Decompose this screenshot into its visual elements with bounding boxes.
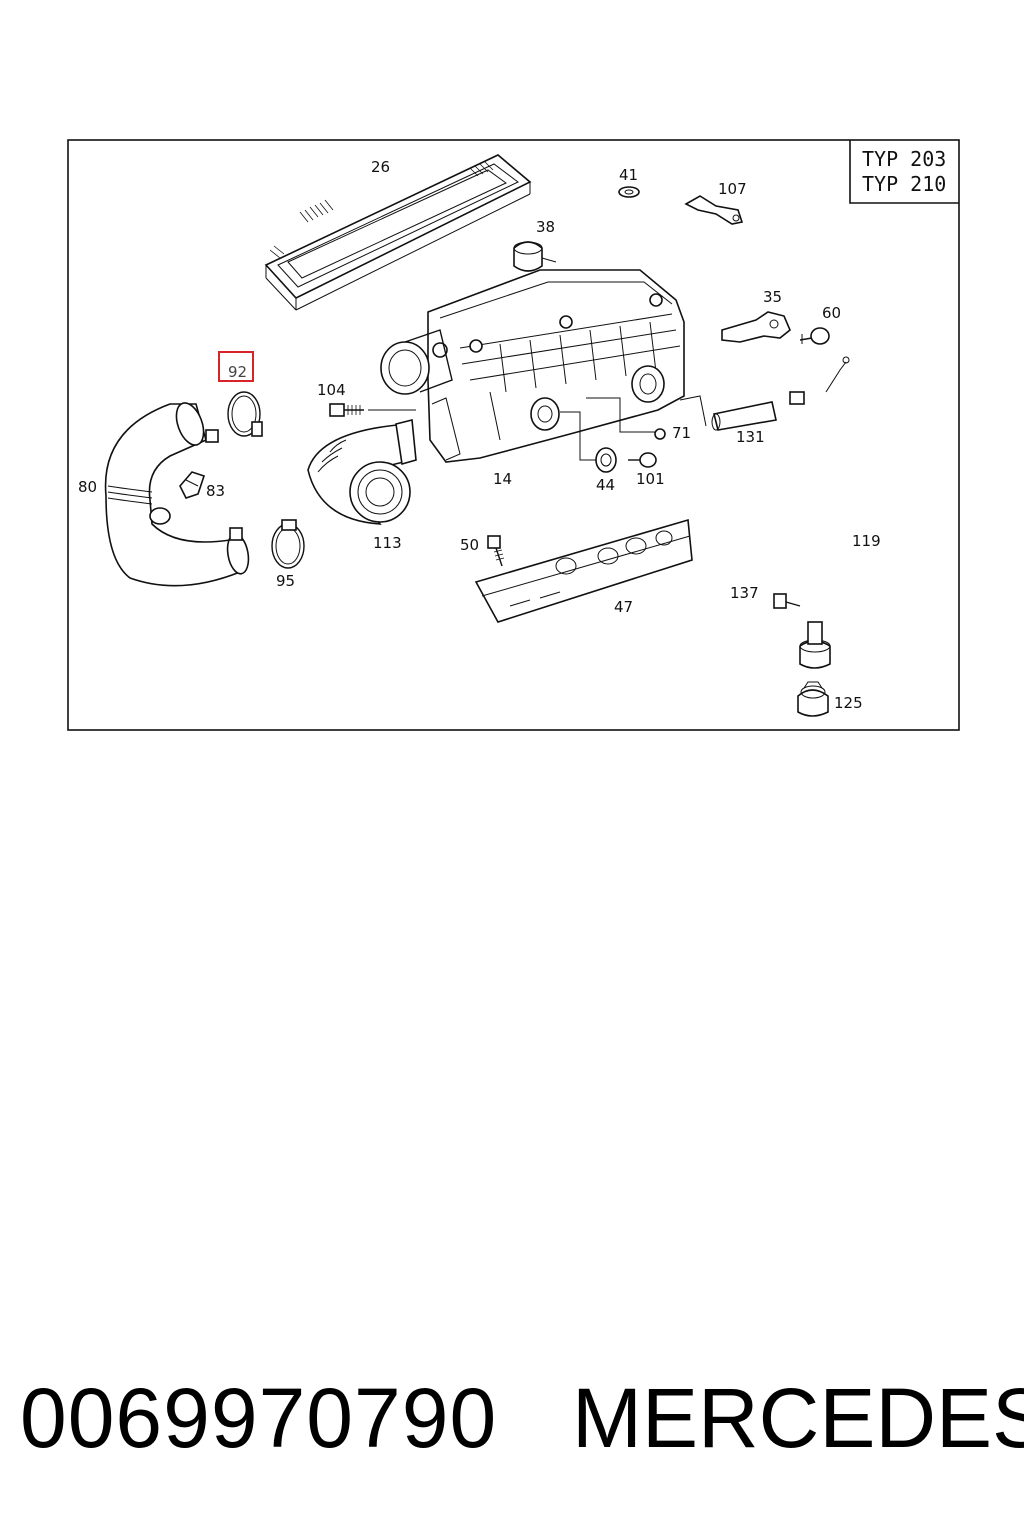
callout-14: 14 [493, 470, 512, 488]
part-44-grommet[interactable] [595, 447, 617, 473]
diagram-frame [67, 139, 960, 731]
part-14-intake-neck[interactable] [380, 329, 453, 395]
callout-26: 26 [371, 158, 390, 176]
type-label-2: TYP 210 [862, 172, 946, 196]
part-71-nut[interactable] [654, 428, 666, 440]
callout-35: 35 [763, 288, 782, 306]
callout-125: 125 [834, 694, 863, 712]
callout-47: 47 [614, 598, 633, 616]
part-47-heat-shield[interactable] [474, 518, 693, 623]
part-137-bolt[interactable] [773, 593, 801, 609]
part-80-intake-pipe[interactable] [104, 399, 252, 587]
callout-104: 104 [317, 381, 346, 399]
callout-107: 107 [718, 180, 747, 198]
part-101-bolt[interactable] [628, 452, 657, 468]
callout-119: 119 [852, 532, 881, 550]
part-41-washer[interactable] [618, 186, 640, 198]
part-26-air-filter[interactable] [264, 154, 532, 311]
brand-name: MERCEDES [572, 1371, 1024, 1465]
callout-44: 44 [596, 476, 615, 494]
part-60-bolt[interactable] [799, 327, 830, 345]
parts-diagram: TYP 203 TYP 210 26 41 107 [67, 139, 960, 731]
part-38-sensor[interactable] [513, 241, 557, 272]
part-92-hose-clamp[interactable] [227, 391, 263, 437]
callout-80: 80 [78, 478, 97, 496]
callout-50: 50 [460, 536, 479, 554]
leader-lines [560, 395, 707, 461]
callout-71: 71 [672, 424, 691, 442]
callout-41: 41 [619, 166, 638, 184]
part-83-connector[interactable] [179, 471, 206, 499]
part-104-screw[interactable] [329, 403, 416, 417]
callout-137: 137 [730, 584, 759, 602]
part-119-tube[interactable] [789, 356, 874, 641]
callout-92-highlight: 92 [218, 351, 254, 382]
part-14-air-filter-housing[interactable] [427, 269, 685, 463]
callout-60: 60 [822, 304, 841, 322]
part-125-cap[interactable] [797, 681, 829, 717]
callout-92: 92 [228, 363, 247, 381]
part-113-bellows-hose[interactable] [307, 418, 417, 525]
part-50-screw[interactable] [487, 535, 505, 567]
part-107-bracket[interactable] [684, 195, 744, 225]
part-35-sensor[interactable] [721, 311, 791, 343]
callout-83: 83 [206, 482, 225, 500]
part-95-hose-clamp[interactable] [271, 519, 305, 569]
footer: 0069970790 MERCEDES [0, 1368, 1024, 1478]
callout-131: 131 [736, 428, 765, 446]
type-label-1: TYP 203 [862, 147, 946, 171]
part-119-grommet[interactable] [799, 621, 831, 669]
callout-95: 95 [276, 572, 295, 590]
type-box: TYP 203 TYP 210 [849, 140, 959, 204]
callout-38: 38 [536, 218, 555, 236]
part-number: 0069970790 [20, 1371, 498, 1465]
callout-113: 113 [373, 534, 402, 552]
callout-101: 101 [636, 470, 665, 488]
part-131-sleeve[interactable] [711, 401, 777, 431]
